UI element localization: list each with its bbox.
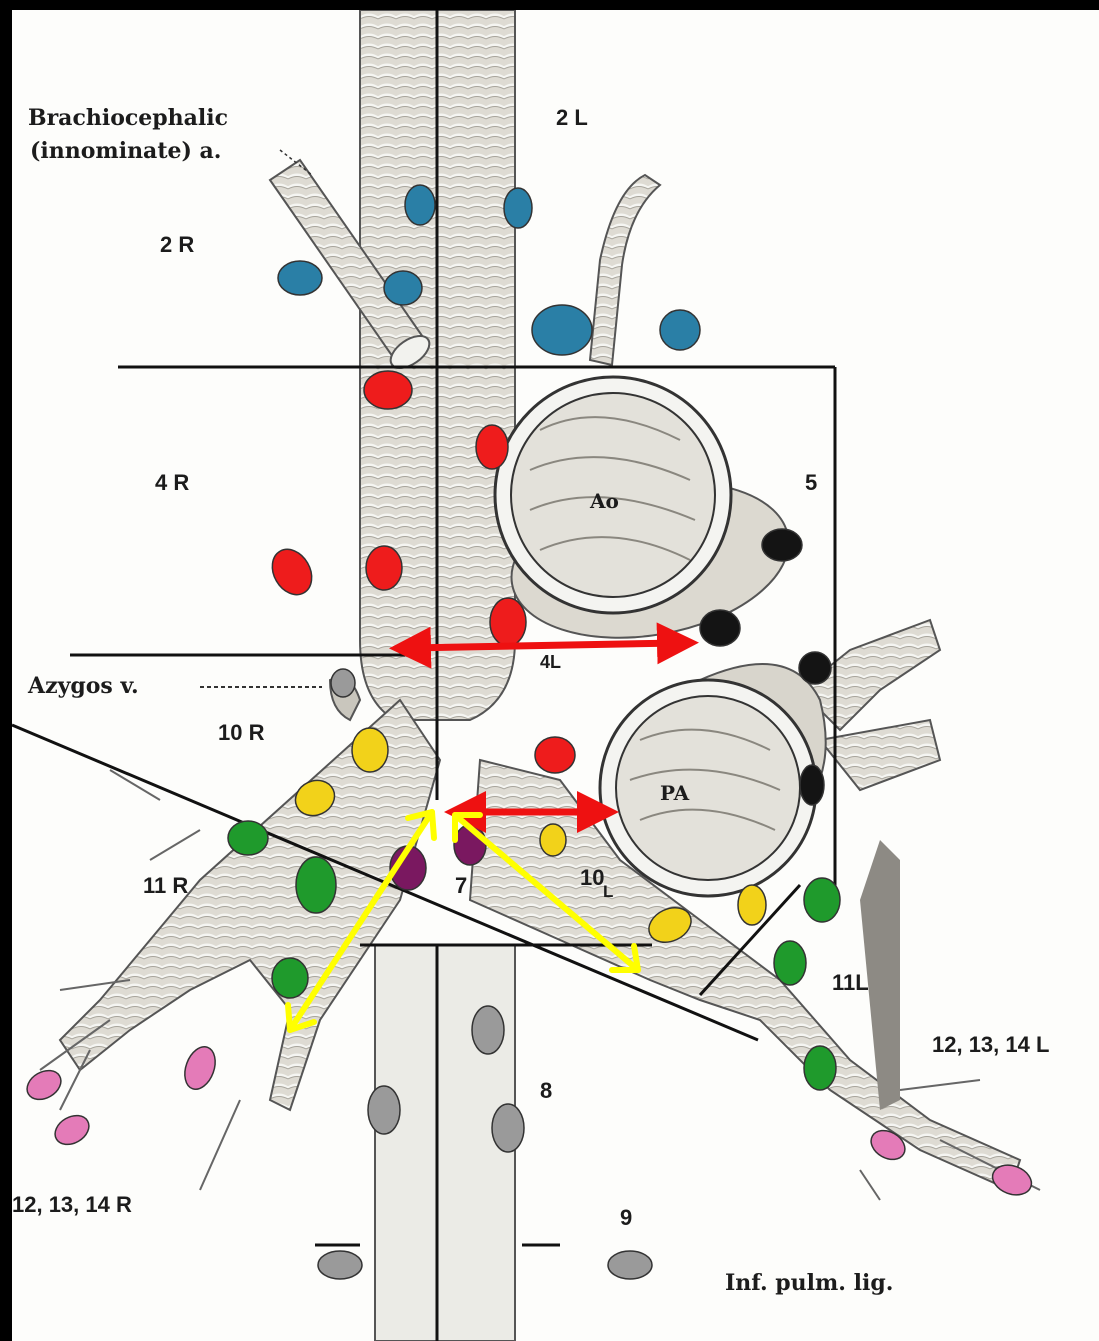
red-arrow-upper xyxy=(410,643,678,648)
node-8-gray xyxy=(368,1086,400,1134)
station-10R-label: 10 R xyxy=(218,720,265,745)
node-12-14R-pink xyxy=(179,1043,220,1094)
node-2R-blue xyxy=(384,271,422,305)
node-4R-red xyxy=(364,371,412,409)
station-4L-label: 4L xyxy=(540,652,561,672)
station-11R-label: 11 R xyxy=(143,873,188,898)
station-7-label: 7 xyxy=(455,873,467,898)
node-5-black xyxy=(700,610,740,646)
node-11R-green xyxy=(272,958,308,998)
node-8-gray xyxy=(492,1104,524,1152)
inf-pulm-lig-label: Inf. pulm. lig. xyxy=(725,1270,893,1296)
node-4R-red xyxy=(264,542,319,602)
node-8-gray xyxy=(472,1006,504,1054)
station-4R-label: 4 R xyxy=(155,470,189,495)
node-2R-blue xyxy=(278,261,322,295)
node-10L-yellow xyxy=(540,824,566,856)
station-5-label: 5 xyxy=(805,470,817,495)
node-12-14R-pink xyxy=(50,1110,94,1151)
esophagus xyxy=(375,945,515,1341)
node-9-gray xyxy=(318,1251,362,1279)
brachiocephalic-label-line2: (innominate) a. xyxy=(30,138,221,164)
station-12-14R-label: 12, 13, 14 R xyxy=(12,1192,132,1217)
node-2L-blue xyxy=(504,188,532,228)
station-10L-label: 10 xyxy=(580,865,604,890)
node-5-black xyxy=(799,652,831,684)
azygos-label: Azygos v. xyxy=(27,673,139,699)
node-4L-red xyxy=(535,737,575,773)
station-12-14L-label: 12, 13, 14 L xyxy=(932,1032,1049,1057)
node-12-14R-pink xyxy=(22,1065,66,1106)
node-11L-green xyxy=(804,1046,836,1090)
station-8-label: 8 xyxy=(540,1078,552,1103)
station-2L-label: 2 L xyxy=(556,105,588,130)
node-10L-yellow xyxy=(738,885,766,925)
node-5-black xyxy=(800,765,824,805)
node-2L-blue xyxy=(660,310,700,350)
station-10L-subscript: L xyxy=(603,882,613,901)
left-carotid-artery xyxy=(590,175,660,365)
pulmonary-artery-label: PA xyxy=(660,781,690,805)
node-4L-red xyxy=(490,598,526,646)
station-11L-label: 11L xyxy=(832,970,869,995)
brachiocephalic-label-line1: Brachiocephalic xyxy=(28,105,228,131)
aorta-label: Ao xyxy=(589,489,619,513)
diagram-canvas: Brachiocephalic (innominate) a. 2 L 2 R … xyxy=(12,10,1099,1341)
node-11R-green xyxy=(228,821,268,855)
node-10R-yellow xyxy=(352,728,388,772)
node-11L-green xyxy=(774,941,806,985)
node-11L-green xyxy=(804,878,840,922)
node-5-black xyxy=(762,529,802,561)
node-4L-red xyxy=(476,425,508,469)
mediastinal-lymph-node-map: Brachiocephalic (innominate) a. 2 L 2 R … xyxy=(12,10,1099,1341)
azygos-node-gray xyxy=(331,669,355,697)
node-2R-blue xyxy=(405,185,435,225)
station-9-label: 9 xyxy=(620,1205,632,1230)
node-4R-red xyxy=(366,546,402,590)
station-2R-label: 2 R xyxy=(160,232,194,257)
node-2L-blue xyxy=(532,305,592,355)
node-9-gray xyxy=(608,1251,652,1279)
node-11R-green xyxy=(296,857,336,913)
